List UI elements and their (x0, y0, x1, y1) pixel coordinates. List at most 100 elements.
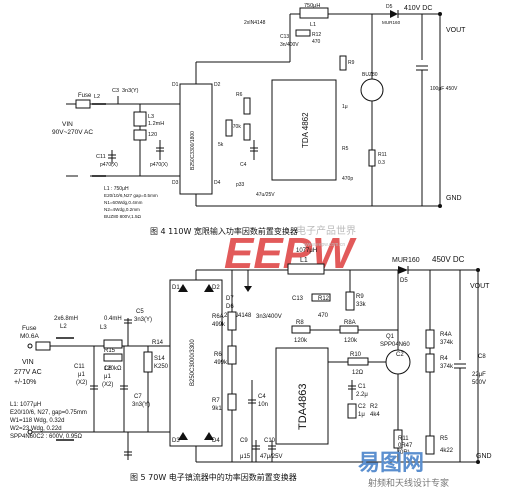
fig4-note-1: L1 : 750μH (104, 186, 129, 192)
fig5-c5-label: C5 (136, 309, 144, 315)
fig4-caption: 图 4 110W 宽限输入功率因数前置变换器 (150, 226, 298, 236)
fig4-vin-range: 90V~270V AC (52, 129, 93, 136)
fig5-d7: D7 (226, 296, 234, 302)
fig4-vout-label: VOUT (446, 27, 466, 34)
fig5-r7-label: R7 (212, 398, 220, 404)
fig5-d2: D2 (212, 285, 220, 291)
fig5-l2-label: L2 (60, 324, 67, 330)
fig4-q1 (360, 78, 384, 102)
fig4-d3: D3 (172, 180, 179, 186)
fig4-r15 (133, 129, 147, 141)
fig4-r11 (368, 149, 376, 167)
fig4-c13-value: 3n/400V (280, 42, 299, 48)
fig5-r15-value: 120kΩ (104, 366, 122, 372)
fig4-note-2: E20/10/6,N27 gap=0.5mm (104, 193, 158, 198)
fig5-vin-label: VIN (22, 359, 34, 366)
fig4-r12 (295, 29, 311, 37)
fig5-r4-value: 374k (440, 364, 454, 370)
fig4-r9-label: R9 (348, 60, 355, 66)
fig5-c10-label: C10 (264, 438, 276, 444)
fig5-r4a (425, 329, 435, 349)
fig5-r10-label: R10 (350, 352, 362, 358)
fig5-d5-diode (398, 266, 408, 274)
fig5-d7-diode (244, 286, 252, 292)
fig4-cx2-value: p470(X) (150, 162, 168, 168)
fig5-ic-label: TDA4863 (297, 384, 309, 430)
fig4-r4-value: 470k (230, 124, 241, 130)
fig5-r9-label: R9 (356, 294, 364, 300)
fig4-l2-label: L2 (94, 94, 100, 100)
fig4-d2: D2 (214, 82, 221, 88)
fig5-l1-label: L1 (300, 257, 308, 264)
fig4-p33: p33 (236, 182, 245, 188)
fig5-c2-label-q: C2 (396, 352, 404, 358)
fig5-r8a-value: 120k (344, 338, 358, 344)
fig5-gnd-label: GND (476, 453, 492, 460)
fig5-c9-value: μ15 (240, 454, 251, 460)
fig4-c11-label: C11 (96, 154, 106, 160)
fig5-r7-value: 9k1 (212, 406, 222, 412)
fig4-d1: D1 (172, 82, 179, 88)
fig5-caption: 图 5 70W 电子镇流器中的功率因数前置变换器 (130, 472, 297, 482)
fig4-c2-value: 1μ (342, 104, 348, 110)
fig4-d5-label: D5 (386, 4, 393, 10)
fig5-r6a-label: R6A (212, 314, 224, 320)
fig5-c5-value: 3n3(Y) (134, 317, 152, 323)
fig5-c2-value: 1μ (358, 412, 365, 418)
fig5-r6-label: R6 (214, 352, 222, 358)
fig4-l1-value: 750μH (304, 3, 320, 9)
fig5-c7-label: C7 (134, 394, 142, 400)
fig4-bridge (179, 83, 213, 195)
fig5-c6-x: (X2) (102, 382, 113, 388)
fig5-l3-value: 0.4mH (104, 316, 122, 322)
fig5-d5: D5 (400, 278, 408, 284)
fig5-c6-value: μ1 (104, 374, 111, 380)
watermark-bottom-cn: 射频和天线设计专家 (368, 477, 449, 488)
fig5-gnd-terminal (476, 460, 480, 464)
fig5-l3-label: L3 (100, 325, 107, 331)
fig4-cx-value: p470(X) (100, 162, 118, 168)
fig4-diode-label: 2xIN4148 (244, 20, 266, 26)
fig5-r8a (339, 325, 359, 334)
figure-5: Fuse M0.6A VIN 277V AC +/-10% 2x6.8mH L2… (10, 248, 492, 482)
fig4-q1-value: BUZ80 (362, 72, 378, 78)
fig5-terminal-l (27, 343, 33, 349)
fig5-note-3: W1=118 Wdg, 0.32d (10, 418, 64, 424)
fig5-c13-value: 3n3/400V (256, 314, 282, 320)
fig5-r8 (291, 325, 311, 334)
fig4-fuse (75, 99, 91, 109)
fig4-r6-label: R6 (236, 92, 243, 98)
fig4-c4-label: C4 (240, 162, 247, 168)
fig4-vin-label: VIN (62, 121, 73, 128)
fig5-d4: D4 (212, 438, 220, 444)
fig5-c9-label: C9 (240, 438, 248, 444)
fig4-c13-label: C13 (280, 34, 289, 40)
fig4-r11-value: 0.3 (378, 160, 385, 166)
fig5-r6 (227, 345, 237, 365)
fig4-c9b: 47u/25V (256, 192, 275, 198)
fig5-vout-label: VOUT (470, 283, 490, 290)
fig5-r12-value: 470 (318, 313, 329, 319)
fig4-note-5: BUZ80 800V,1.5Ω (104, 214, 142, 219)
fig5-output-voltage: 450V DC (432, 255, 465, 264)
fig5-mur: MUR160 (392, 257, 420, 264)
watermark-bottom-brand: 易图网 (358, 450, 424, 475)
fig5-c13-label: C13 (292, 296, 304, 302)
fig5-c4-label: C4 (258, 394, 266, 400)
fig5-c1-label: C1 (358, 384, 366, 390)
fig5-l1-value: 1077μH (296, 248, 317, 254)
fig5-r2-label: R2 (370, 404, 378, 410)
fig5-fuse-label: Fuse (22, 325, 37, 332)
fig4-r6 (243, 97, 251, 115)
fig4-l1 (299, 7, 329, 19)
fig4-l3-label: L3 (148, 114, 154, 120)
fig5-c7-value: 3n3(Y) (132, 402, 150, 408)
fig4-ic (271, 79, 337, 181)
fig5-r6a (227, 311, 237, 331)
fig4-r3 (225, 119, 233, 137)
fig5-c11-x: (X2) (76, 380, 87, 386)
fig5-r7 (227, 393, 237, 411)
fig5-r4a-label: R4A (440, 332, 452, 338)
fig4-note-4: N2=4Wdg,0.2mm (104, 207, 140, 212)
fig4-r11-label: R11 (378, 152, 387, 158)
